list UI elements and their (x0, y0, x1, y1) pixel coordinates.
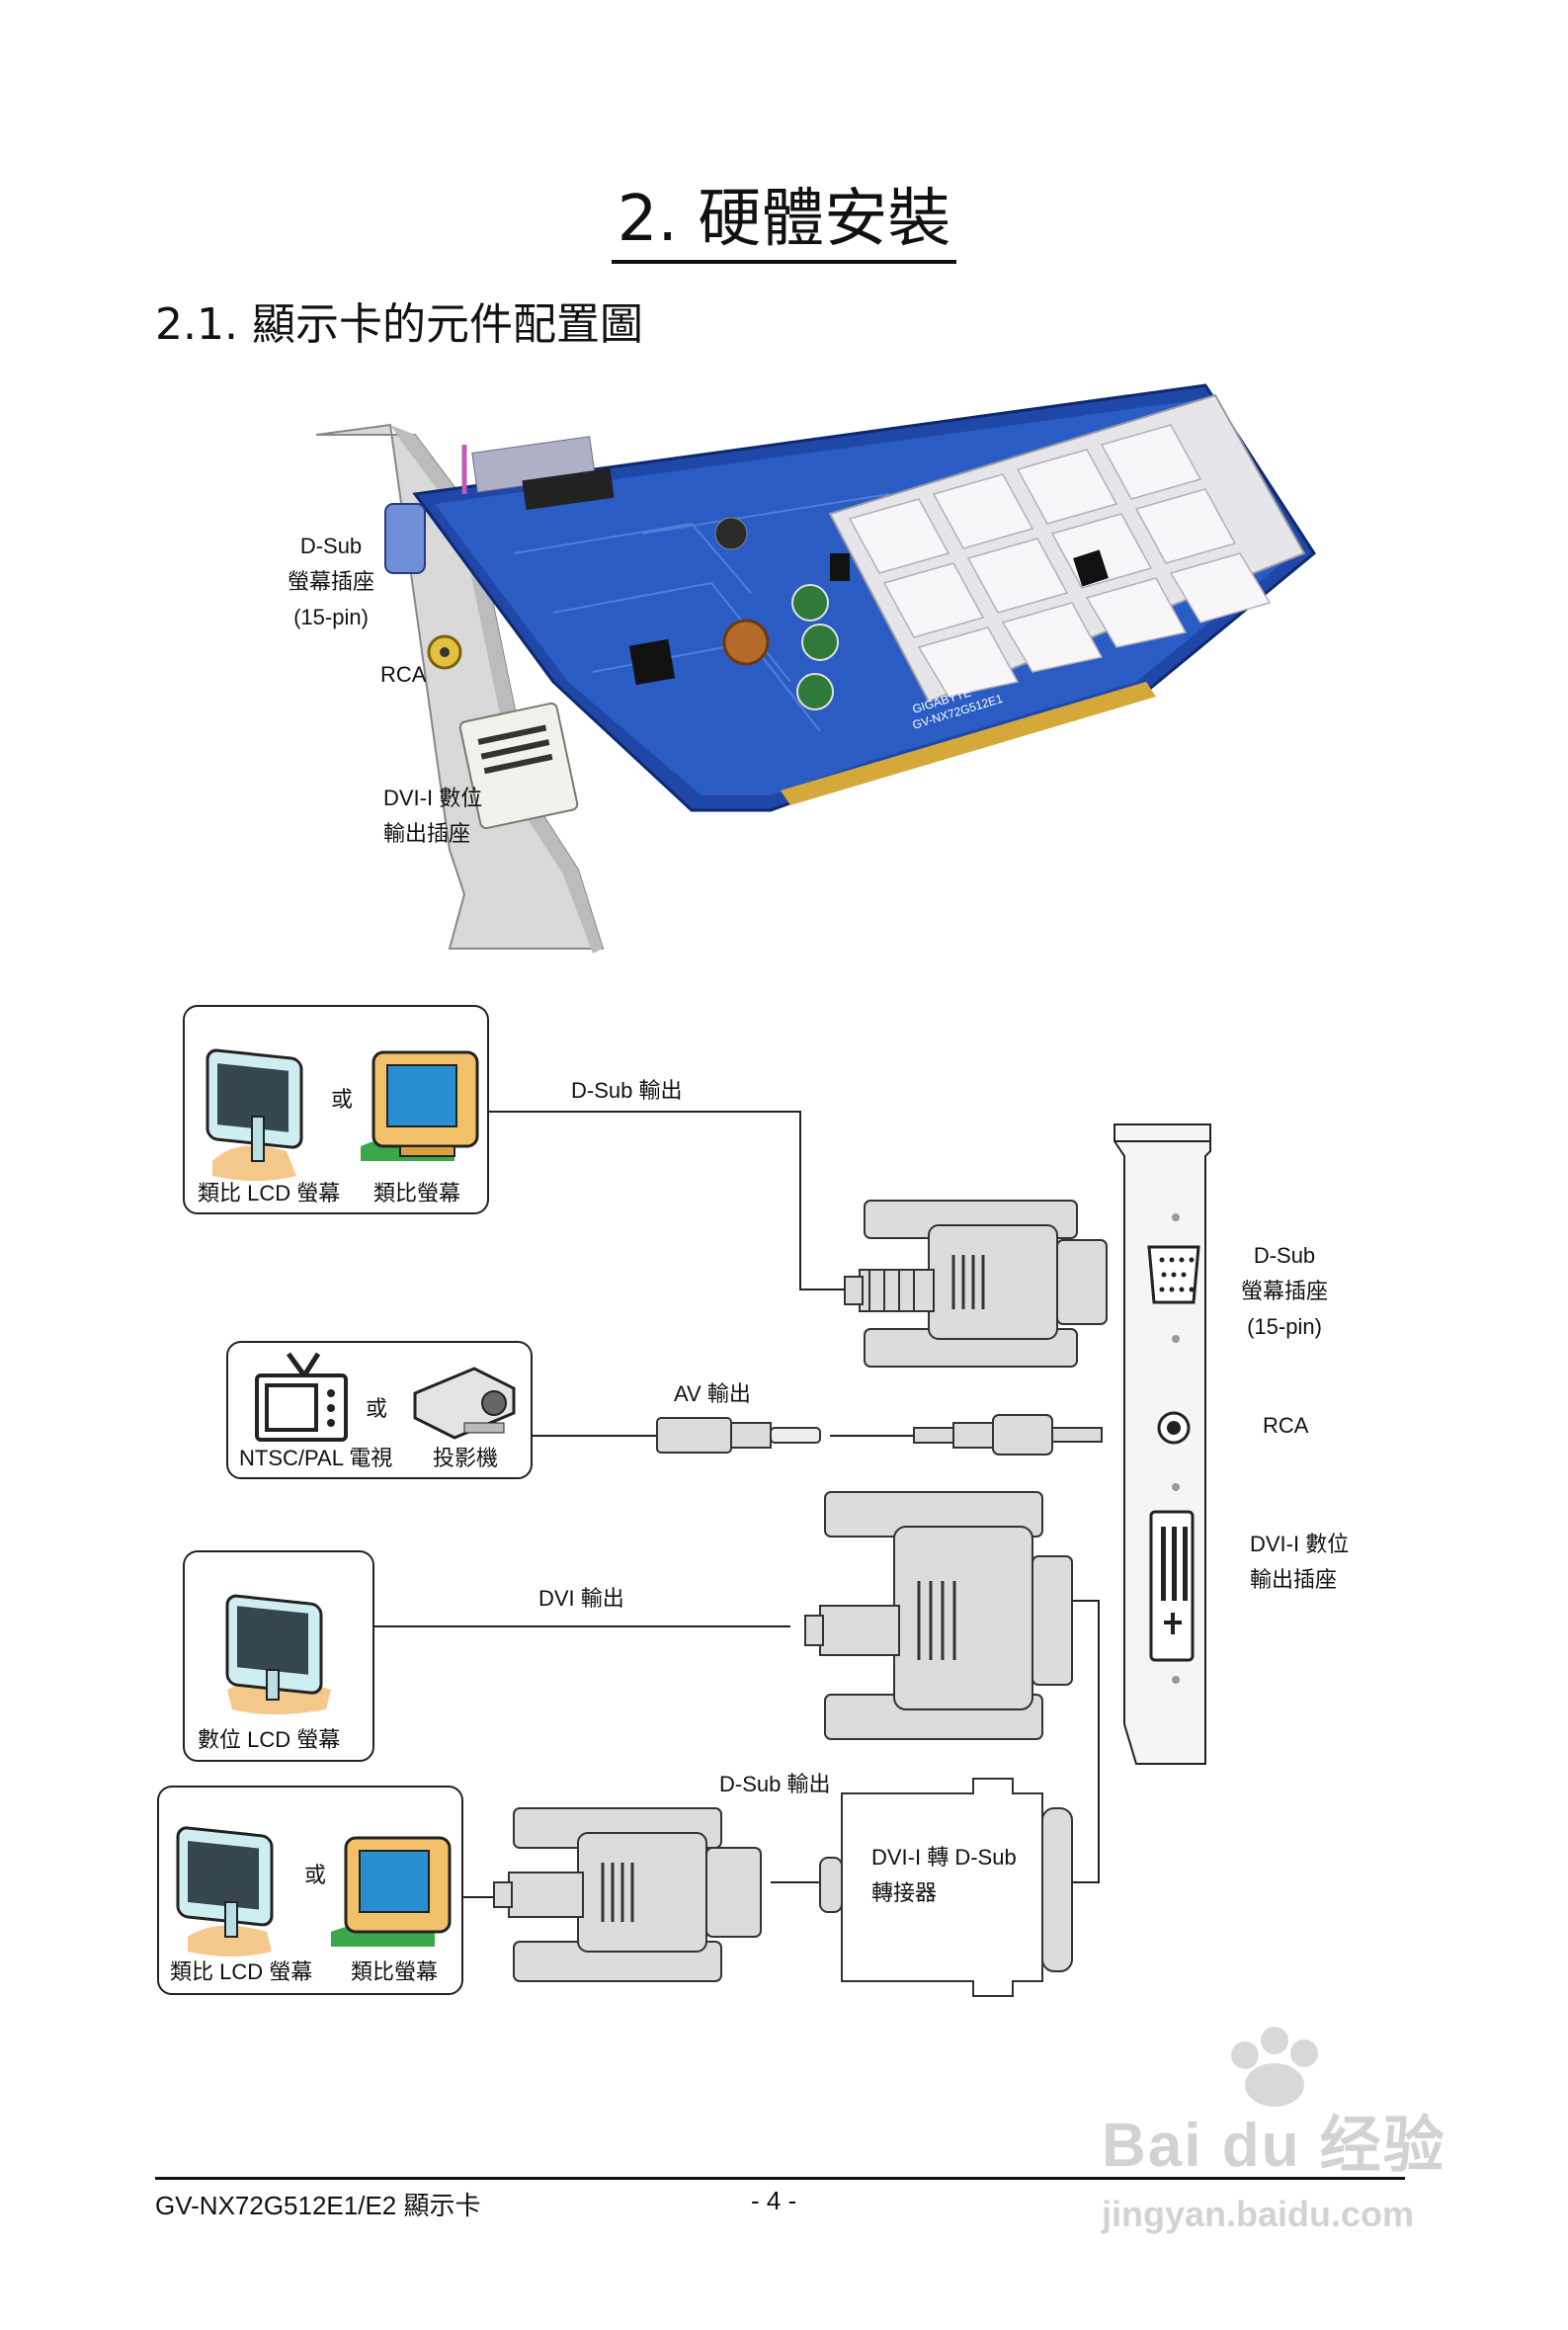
card-bracket (1114, 1123, 1211, 1765)
bracket-label-dsub: D-Sub 螢幕插座 (15-pin) (1220, 1238, 1349, 1345)
photo-label-dvi-line1: DVI-I 數位 (383, 786, 483, 810)
photo-label-dvi-line2: 輸出插座 (383, 821, 471, 846)
bracket-label-dsub-line2: 螢幕插座 (1240, 1279, 1328, 1303)
photo-label-dsub: D-Sub 螢幕插座 (15-pin) (267, 529, 395, 635)
bracket-label-dsub-line1: D-Sub (1253, 1243, 1316, 1268)
box4-or: 或 (304, 1863, 327, 1887)
box2-or: 或 (366, 1396, 388, 1421)
photo-dvi-connector (458, 702, 579, 830)
photo-rca-connector (427, 634, 462, 670)
ribbon-cable (461, 436, 615, 511)
capacitors (714, 517, 839, 710)
digital-lcd-icon (225, 1594, 331, 1714)
dvi-adapter-bracket-line (1072, 1600, 1100, 1883)
crt-monitor-icon (361, 1050, 479, 1161)
photo-vga-connector (384, 503, 426, 574)
bracket-rca-port (1157, 1411, 1191, 1445)
adapter-label-line1: DVI-I 轉 D-Sub (871, 1845, 1017, 1870)
bracket-vga-port (1147, 1245, 1200, 1304)
box2-label-left: NTSC/PAL 電視 (239, 1446, 393, 1470)
tv-icon (255, 1352, 348, 1442)
box4-label-left: 類比 LCD 螢幕 (170, 1959, 313, 1984)
gpu-chip (628, 638, 676, 686)
section-heading: 2.1. 顯示卡的元件配置圖 (155, 299, 643, 350)
dsub-line (488, 1111, 860, 1290)
box1-label-left: 類比 LCD 螢幕 (198, 1181, 341, 1206)
watermark-logo (1231, 2027, 1318, 2107)
av-output-label: AV 輸出 (674, 1381, 751, 1406)
adapter-label: DVI-I 轉 D-Sub 轉接器 (871, 1840, 1017, 1911)
watermark-brand: Bai du 经验 (1102, 2112, 1446, 2180)
dsub-output-label-2: D-Sub 輸出 (719, 1772, 831, 1796)
bracket-label-dsub-line3: (15-pin) (1247, 1314, 1322, 1339)
box1-label-right: 類比螢幕 (373, 1181, 461, 1206)
page-title: 2. 硬體安裝 (0, 168, 1568, 264)
photo-label-rca: RCA (380, 662, 427, 687)
lcd-monitor-icon-2 (176, 1826, 274, 1956)
adapter-label-line2: 轉接器 (871, 1880, 938, 1905)
box2-label-right: 投影機 (433, 1446, 499, 1470)
photo-label-dsub-line2: 螢幕插座 (287, 569, 374, 594)
box1-or: 或 (331, 1087, 354, 1112)
footer-page-number: - 4 - (751, 2186, 797, 2215)
bracket-label-dvi-line2: 輸出插座 (1250, 1567, 1338, 1592)
lcd-monitor-icon (206, 1048, 303, 1181)
dsub-plug-2 (493, 1807, 762, 1982)
photo-label-dsub-line1: D-Sub (299, 534, 363, 558)
projector-icon (413, 1367, 516, 1440)
dsub-plug (844, 1200, 1108, 1368)
graphics-card-photo: GIGABYTE GV-NX72G512E1 (315, 383, 1316, 954)
footer-rule (155, 2177, 1405, 2180)
heatsink (828, 393, 1306, 704)
bracket-label-rca: RCA (1263, 1413, 1309, 1438)
watermark-url: jingyan.baidu.com (1102, 2194, 1415, 2234)
dvi-plug (804, 1491, 1073, 1740)
av-plug-right (913, 1414, 1103, 1456)
dvi-output-label: DVI 輸出 (538, 1586, 624, 1611)
photo-label-dsub-line3: (15-pin) (293, 605, 369, 629)
av-plug-left (656, 1417, 821, 1454)
dsub-output-label: D-Sub 輸出 (571, 1078, 683, 1103)
bracket-dvi-port (1149, 1510, 1195, 1662)
bracket-label-dvi-line1: DVI-I 數位 (1250, 1532, 1350, 1556)
photo-label-dvi: DVI-I 數位 輸出插座 (383, 781, 482, 852)
footer-model: GV-NX72G512E1/E2 顯示卡 (155, 2191, 481, 2220)
dvi-dsub-adapter (819, 1778, 1073, 1997)
page-title-text: 2. 硬體安裝 (611, 183, 957, 264)
crt-monitor-icon-2 (331, 1836, 452, 1947)
box4-label-right: 類比螢幕 (351, 1959, 439, 1984)
box3-label: 數位 LCD 螢幕 (198, 1727, 341, 1752)
bracket-label-dvi: DVI-I 數位 輸出插座 (1250, 1527, 1349, 1598)
